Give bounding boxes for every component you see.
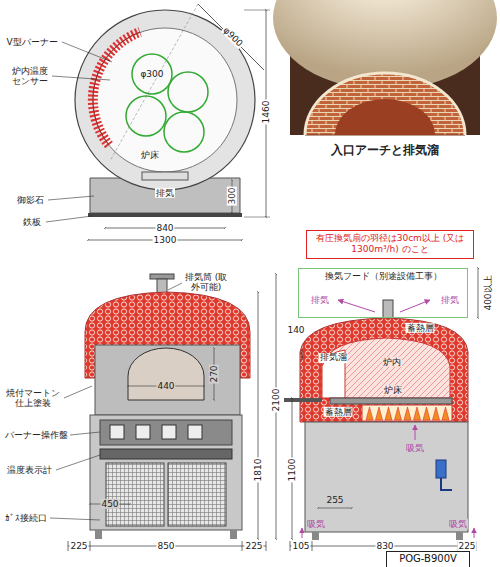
part-label: 1100 (287, 458, 297, 483)
part-label: 450 (100, 499, 119, 509)
side-view (284, 268, 478, 551)
part-label: 吸気 (405, 443, 425, 453)
part-label: 830 (375, 541, 394, 551)
hood-box: 換気フード（別途設備工事） (298, 268, 468, 318)
burner-flame (395, 407, 402, 420)
note-box: 有圧換気扇の羽径は30cm以上 (又は1300m³/h) のこと (306, 230, 474, 259)
part-label: 炉内温度 センサー (10, 66, 51, 87)
part-label: 排気 (310, 295, 330, 305)
part-label: 排気溜 (319, 353, 348, 363)
model-box: POG-B900V (386, 551, 470, 567)
part-label: 2100 (271, 388, 281, 413)
arch-photo (273, 0, 497, 135)
burner-flame (423, 407, 430, 420)
part-label: 225 (457, 541, 476, 551)
burner-flame (385, 407, 392, 420)
part-label: 225 (244, 541, 263, 551)
part-label: ｶﾞｽ接続口 (4, 513, 48, 523)
part-label: 入口アーチと排気溜 (330, 144, 440, 158)
part-label: 1460 (261, 100, 271, 125)
part-label: 排気筒 (取外可能) (181, 272, 232, 293)
part-label: 225 (69, 541, 88, 551)
part-label: 吸気 (306, 519, 326, 529)
part-label: 255 (325, 495, 344, 505)
part-label: 炉床 (383, 385, 403, 395)
part-label: 270 (209, 364, 219, 383)
box-text: 換気フード（別途設備工事） (302, 271, 464, 282)
part-label: 炉内 (382, 357, 402, 367)
part-label: 105 (291, 541, 310, 551)
part-label: 排気 (440, 295, 460, 305)
burner-flame (404, 407, 411, 420)
part-label: 吸気 (448, 519, 468, 529)
part-label: 1300 (153, 235, 178, 245)
part-label: 蓄熱層 (406, 323, 435, 333)
part-label: 300 (227, 186, 237, 205)
part-label: 400以上 (483, 274, 493, 311)
part-label: 1810 (253, 458, 263, 483)
part-label: V型バーナー (5, 37, 58, 47)
burner-flame (366, 407, 373, 420)
burner-flame (414, 407, 421, 420)
burner-flame (376, 407, 383, 420)
part-label: 蓄熱層 (324, 407, 353, 417)
part-label: 御影石 (16, 195, 45, 205)
part-label: 140 (286, 325, 305, 335)
part-label: φ300 (139, 69, 164, 79)
part-label: バーナー操作盤 (4, 430, 69, 440)
box-text: 有圧換気扇の羽径は30cm以上 (又は1300m³/h) のこと (311, 233, 469, 256)
part-label: 焼付マートン 仕上塗装 (4, 388, 63, 409)
part-label: 440 (156, 381, 175, 391)
part-label: 850 (156, 541, 175, 551)
part-label: 炉床 (140, 150, 160, 160)
front-view (50, 274, 276, 551)
part-label: 排気 (155, 188, 175, 198)
plan-view (46, 4, 270, 240)
box-text: POG-B900V (390, 553, 466, 566)
part-label: 温度表示計 (6, 465, 53, 475)
part-label: 840 (155, 223, 174, 233)
part-label: 鉄板 (22, 217, 42, 227)
burner-flame (442, 407, 449, 420)
burner-flame (433, 407, 440, 420)
